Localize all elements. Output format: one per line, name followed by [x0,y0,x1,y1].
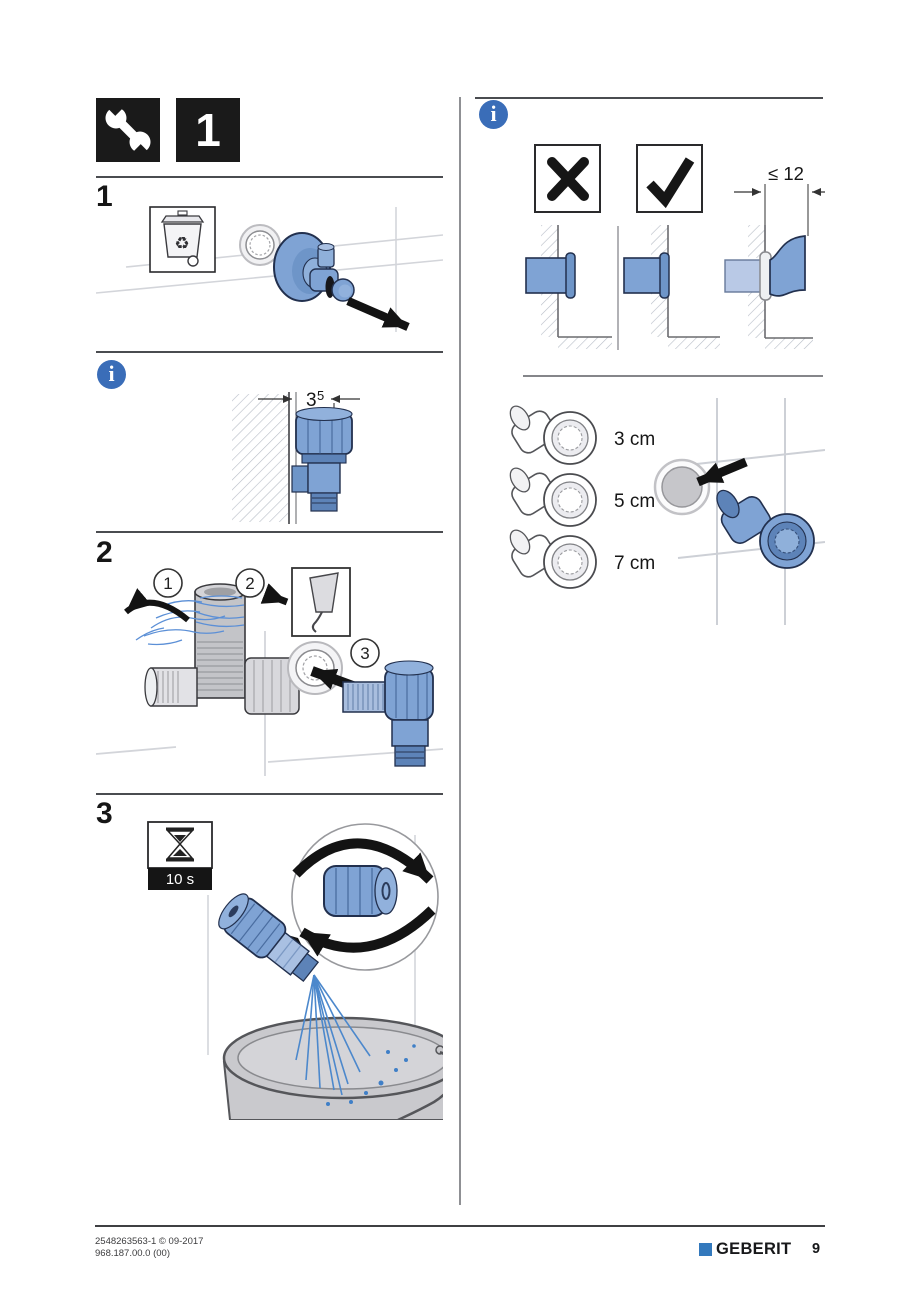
option-label-5cm: 5 cm [614,491,655,512]
sealant-tube-pictogram [291,567,351,637]
recycle-bin-pictogram: ♻ [149,206,216,273]
info-icon: i [97,360,126,389]
chapter-badge: 1 [176,98,240,162]
dimension-superscript: 5 [317,388,324,403]
info-icon: i [479,100,508,129]
duration-pictogram: 10 s [147,821,213,890]
brand-name: GEBERIT [716,1240,792,1258]
wall-section-flush [623,225,720,349]
wall-lines [288,392,297,524]
bucket-handle [397,1050,443,1120]
section-rule [96,351,443,353]
valve-knob [323,865,398,917]
column-divider [459,97,461,1205]
extension-option-7cm [509,529,597,589]
svg-text:3: 3 [360,644,369,663]
duration-label: 10 s [166,871,194,888]
blue-extension-elbow [716,489,815,569]
wall-distance-illustration: 3 5 [232,388,360,524]
recycle-icon: ♻ [174,234,189,253]
step2-illustration: 1 2 [96,567,443,776]
hourglass-icon [166,827,194,862]
svg-text:1: 1 [163,574,172,593]
page-number: 9 [812,1241,821,1257]
callout-3: 3 [350,638,380,668]
pull-out-arrow [346,297,410,331]
document-id: 2548263563-1 © 09-2017 968.187.00.0 (00) [95,1236,203,1260]
wrench-badge [96,98,160,162]
section-rule [475,97,823,99]
wall-opening [653,458,711,516]
dimension-value: ≤ 12 [768,163,804,184]
bucket [222,1016,443,1120]
correct-pictogram [636,144,703,213]
section-rule [96,793,443,795]
wall-section-protruding [525,225,612,349]
wrong-pictogram [534,144,601,213]
chapter-number: 1 [195,104,221,156]
valve-draining [218,893,320,983]
svg-text:2: 2 [245,574,254,593]
step3-illustration: 10 s [147,821,443,1120]
wall-section-offset-adapter [724,225,813,349]
footer-rule [95,1225,825,1227]
option-label-3cm: 3 cm [614,429,655,450]
callout-2: 2 [235,568,265,598]
brand-logo: GEBERIT [699,1240,791,1259]
dimension-max-12: ≤ 12 [734,163,825,252]
checkmark-icon [646,157,695,209]
tile-joint-lines [96,207,443,332]
extension-option-5cm [509,467,597,527]
water-spray [295,974,371,1096]
brand-logo-square [699,1243,712,1256]
step-3-label: 3 [96,797,113,830]
section-rule [96,531,443,533]
rotation-detail-inset [291,823,439,971]
wrench-icon [105,99,151,161]
document-id-line2: 968.187.00.0 (00) [95,1248,171,1259]
rotate-arrow-top [292,838,434,884]
sealant-pointer-arrow [260,583,289,606]
extension-options-illustration: 3 cm 5 cm 7 cm [509,398,825,625]
cross-icon [547,157,589,201]
angle-valve [273,232,355,302]
section-rule [523,375,823,377]
insert-arrow [696,457,748,487]
wrap-direction-arrow [124,588,190,623]
callout-1: 1 [153,568,183,598]
wall-hatch [232,394,288,522]
section-rule [96,176,443,178]
angle-valve [342,660,434,767]
step-1-label: 1 [96,180,113,213]
step1-illustration: ♻ [96,206,443,332]
wall-socket-ring [239,224,281,266]
extension-option-3cm [509,405,597,465]
document-id-line1: 2548263563-1 © 09-2017 [95,1236,204,1247]
dimension-value: 3 [306,390,317,411]
angle-valve-front [291,406,353,512]
water-droplets [326,1044,416,1106]
rotate-arrow-bottom [299,906,436,957]
step-2-label: 2 [96,536,113,569]
mounting-rules-illustration: ≤ 12 [525,144,825,350]
option-label-7cm: 7 cm [614,553,655,574]
